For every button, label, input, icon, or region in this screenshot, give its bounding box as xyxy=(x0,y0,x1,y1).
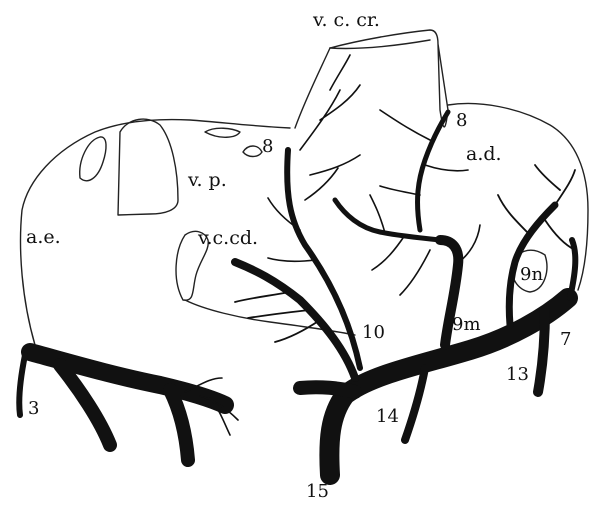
vessel-8-right xyxy=(418,112,448,230)
vessel-3-branch-c xyxy=(19,355,25,415)
label-vccr: v. c. cr. xyxy=(312,9,380,31)
vessel-vccr-twigs xyxy=(300,55,360,175)
vessel-8-right-twigs xyxy=(380,110,468,195)
vessel-14 xyxy=(405,368,425,440)
label-13: 13 xyxy=(506,364,529,385)
vessel-10-twigs xyxy=(235,292,320,342)
label-ad: a.d. xyxy=(466,143,502,165)
label-vp: v. p. xyxy=(187,169,227,191)
outline-lobe-left-small xyxy=(80,137,106,181)
label-9m: 9m xyxy=(452,314,481,335)
label-8-left: 8 xyxy=(262,136,273,157)
label-15: 15 xyxy=(306,481,329,502)
vessel-15-left-arm xyxy=(300,387,355,392)
vessels xyxy=(19,55,575,475)
label-10: 10 xyxy=(362,322,385,343)
label-9n: 9n xyxy=(520,264,543,285)
label-7: 7 xyxy=(560,329,571,350)
vessel-9m-twigs xyxy=(370,195,480,295)
outline-small-lobe-mid xyxy=(243,146,262,157)
organ-outlines xyxy=(21,30,588,345)
label-ae: a.e. xyxy=(26,226,61,248)
outline-lobe-vp xyxy=(118,119,178,215)
label-vccd: v.c.cd. xyxy=(197,227,258,249)
outline-lobe-vp-small xyxy=(205,128,240,137)
vessel-9n-twigs xyxy=(498,165,575,250)
vessel-9m-upper xyxy=(335,200,440,240)
outline-vccr-trunk xyxy=(330,30,448,127)
vessel-vccd xyxy=(287,150,360,368)
label-14: 14 xyxy=(376,406,399,427)
label-3: 3 xyxy=(28,398,39,419)
vessel-right-loop xyxy=(570,240,575,298)
label-8-right: 8 xyxy=(456,110,467,131)
